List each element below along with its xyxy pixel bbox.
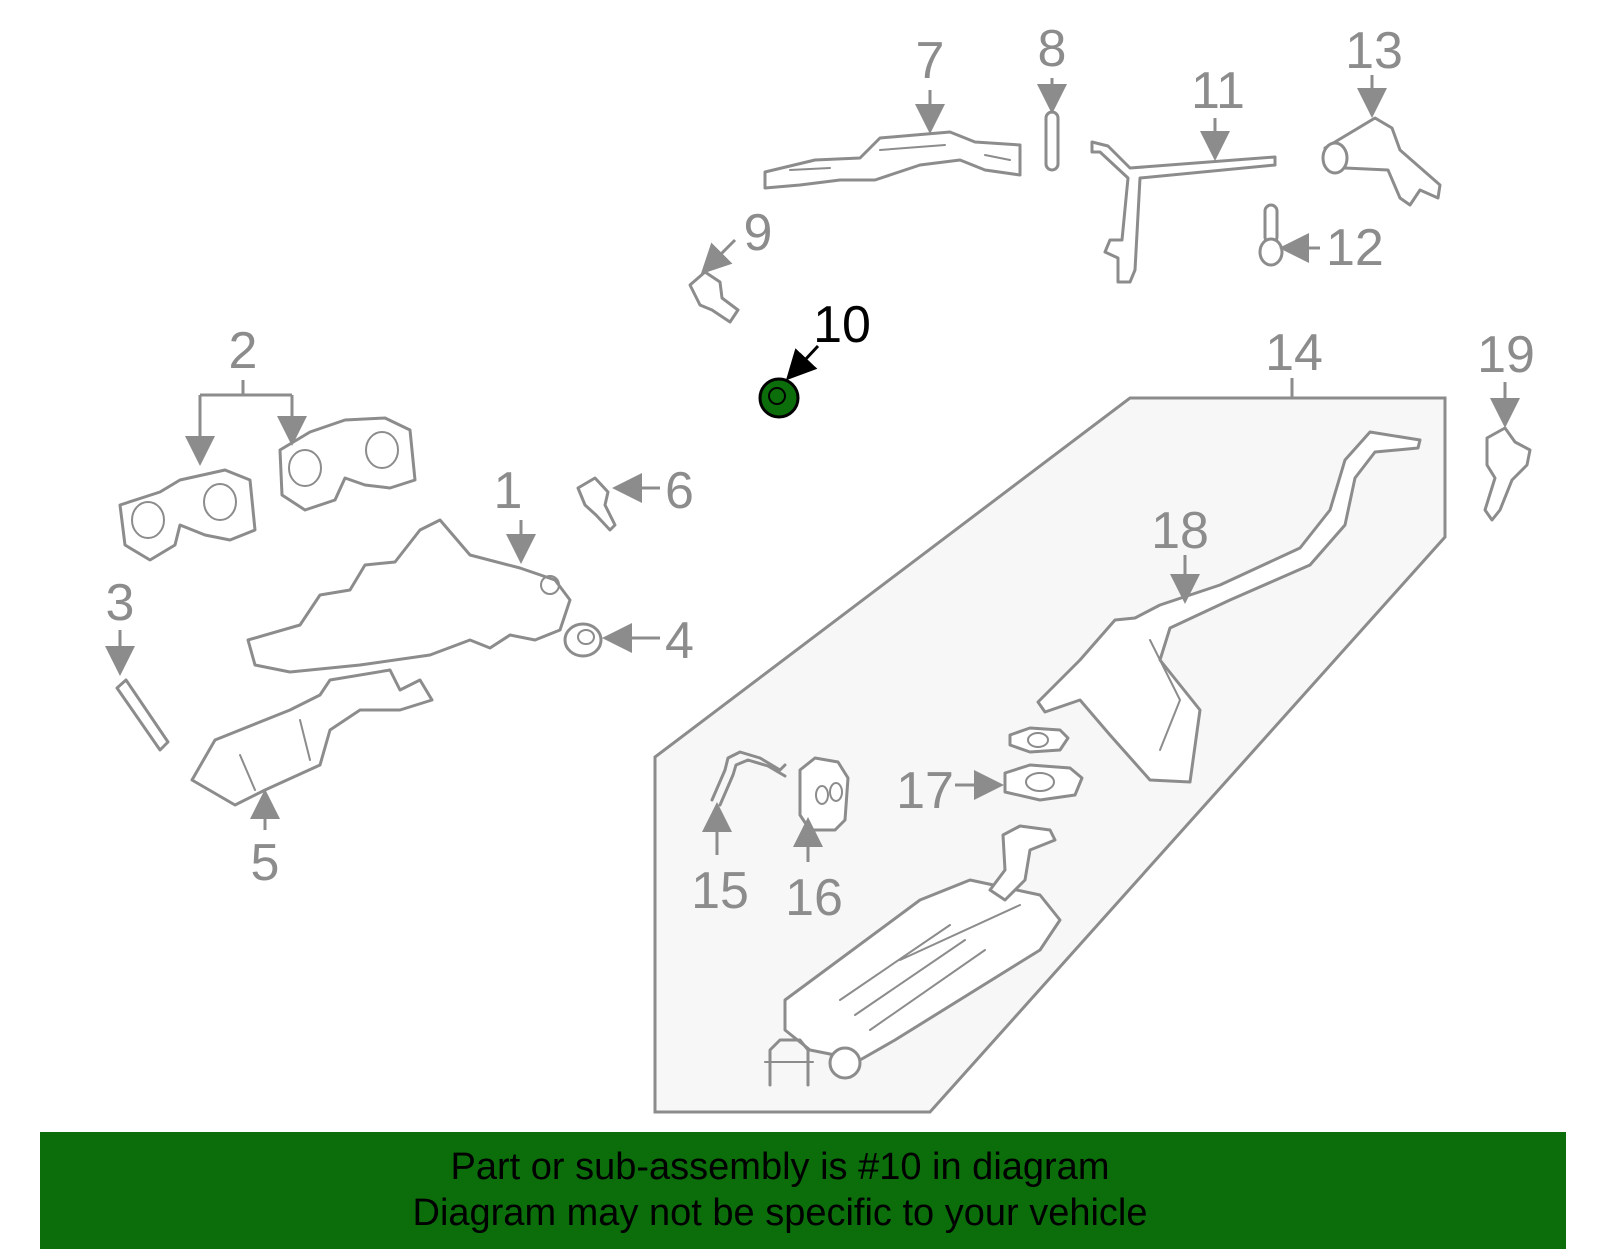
- heat-shield-part: [190, 668, 434, 807]
- callout-11: 11: [1191, 62, 1245, 120]
- leader-lines: [105, 75, 1520, 862]
- o-ring-part: [1044, 110, 1060, 172]
- callout-14: 14: [1265, 324, 1323, 382]
- banner-line-1: Part or sub-assembly is #10 in diagram: [450, 1146, 1110, 1188]
- clip-part: [1258, 203, 1284, 267]
- callout-8: 8: [1038, 20, 1067, 78]
- banner-line-2: Diagram may not be specific to your vehi…: [412, 1192, 1148, 1234]
- stud-part: [115, 678, 170, 752]
- exhaust-kit-box: [653, 396, 1447, 1114]
- callout-7: 7: [916, 32, 945, 90]
- callout-13: 13: [1345, 22, 1403, 80]
- callout-12: 12: [1326, 219, 1384, 277]
- callout-4: 4: [665, 612, 694, 670]
- callout-9: 9: [744, 204, 773, 262]
- manifold-gaskets-part: [118, 416, 417, 562]
- u-clamp-part: [764, 1038, 814, 1087]
- catalytic-converter-pipe-part: [763, 130, 1022, 190]
- callout-19: 19: [1477, 326, 1535, 384]
- highlighted-nut-part: [758, 377, 800, 419]
- notice-banner: Part or sub-assembly is #10 in diagram D…: [40, 1132, 1566, 1249]
- exhaust-manifold-part: [246, 518, 572, 674]
- callout-17: 17: [896, 762, 954, 820]
- manifold-bolt-part: [576, 476, 617, 532]
- callout-18: 18: [1151, 502, 1209, 560]
- gasket-ring-part: [563, 622, 603, 658]
- callout-3: 3: [106, 574, 135, 632]
- bolt-part: [688, 270, 740, 324]
- callout-16: 16: [785, 869, 843, 927]
- callout-2: 2: [229, 322, 258, 380]
- flange-gasket-part: [1003, 726, 1084, 802]
- callout-6: 6: [665, 462, 694, 520]
- tailpipe-bracket-part: [1321, 116, 1442, 207]
- rubber-insulator-part: [798, 756, 850, 832]
- callout-15: 15: [691, 862, 749, 920]
- callout-5: 5: [251, 834, 280, 892]
- callout-10: 10: [813, 296, 871, 354]
- pipe-bracket-part: [1090, 140, 1277, 284]
- hanger-rod-part: [710, 750, 787, 807]
- hanger-part: [1483, 426, 1532, 522]
- callout-1: 1: [494, 462, 523, 520]
- callout-numbers: 1 2 3 4 5 6 7 8 9 10 11 12 13 14 15 16 1…: [106, 20, 1535, 927]
